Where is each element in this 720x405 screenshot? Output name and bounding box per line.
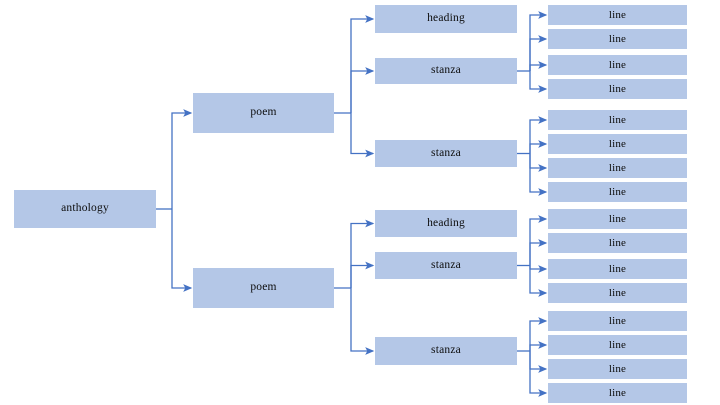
connector-stanza2a-to-line-3-1 [529, 215, 548, 266]
node-line-1-3[interactable]: line [548, 55, 687, 75]
node-line-4-4[interactable]: line [548, 383, 687, 403]
connector-poem2-to-stanza2b [350, 288, 375, 355]
node-line-2-3[interactable]: line [548, 158, 687, 178]
connector-poem2-to-heading2 [350, 219, 375, 288]
connector-stanza1a-to-line-1-1 [529, 11, 548, 71]
node-line-4-1[interactable]: line [548, 311, 687, 331]
connector-poem1-to-stanza1a [350, 67, 375, 113]
node-poem1[interactable]: poem [193, 93, 334, 133]
node-line-2-1[interactable]: line [548, 110, 687, 130]
connector-stanza2a-to-line-3-3 [529, 265, 548, 273]
connector-stanza2b-to-line-4-1 [529, 317, 548, 351]
connector-stanza2b-to-line-4-3 [529, 351, 548, 373]
connector-stanza2b-to-line-4-2 [529, 341, 548, 351]
node-stanza2a[interactable]: stanza [375, 252, 517, 279]
node-line-1-1[interactable]: line [548, 5, 687, 25]
connector-stanza2b-to-line-4-4 [529, 351, 548, 397]
node-line-3-1[interactable]: line [548, 209, 687, 229]
connector-poem1-to-stanza1b [350, 113, 375, 158]
connector-anthology-to-poem1 [171, 109, 193, 209]
connector-anthology-to-poem2 [171, 209, 193, 292]
connector-stanza2a-to-line-3-4 [529, 265, 548, 297]
node-line-1-2[interactable]: line [548, 29, 687, 49]
connector-stanza2a-to-line-3-2 [529, 239, 548, 266]
node-line-3-2[interactable]: line [548, 233, 687, 253]
node-heading2[interactable]: heading [375, 210, 517, 237]
node-line-4-2[interactable]: line [548, 335, 687, 355]
node-line-3-4[interactable]: line [548, 283, 687, 303]
node-poem2[interactable]: poem [193, 268, 334, 308]
connector-stanza1b-to-line-2-4 [529, 153, 548, 196]
node-heading1[interactable]: heading [375, 5, 517, 33]
node-stanza2b[interactable]: stanza [375, 337, 517, 365]
node-line-3-3[interactable]: line [548, 259, 687, 279]
node-line-4-3[interactable]: line [548, 359, 687, 379]
node-line-1-4[interactable]: line [548, 79, 687, 99]
connector-stanza1b-to-line-2-2 [529, 140, 548, 154]
node-line-2-4[interactable]: line [548, 182, 687, 202]
connector-stanza1b-to-line-2-3 [529, 153, 548, 172]
connector-poem2-to-stanza2a [350, 261, 375, 288]
connector-stanza1a-to-line-1-3 [529, 61, 548, 71]
node-stanza1a[interactable]: stanza [375, 58, 517, 84]
connector-stanza1b-to-line-2-1 [529, 116, 548, 154]
node-stanza1b[interactable]: stanza [375, 140, 517, 167]
connector-poem1-to-heading1 [350, 15, 375, 113]
node-line-2-2[interactable]: line [548, 134, 687, 154]
connector-stanza1a-to-line-1-4 [529, 71, 548, 93]
connector-stanza1a-to-line-1-2 [529, 35, 548, 71]
node-anthology[interactable]: anthology [14, 190, 156, 228]
